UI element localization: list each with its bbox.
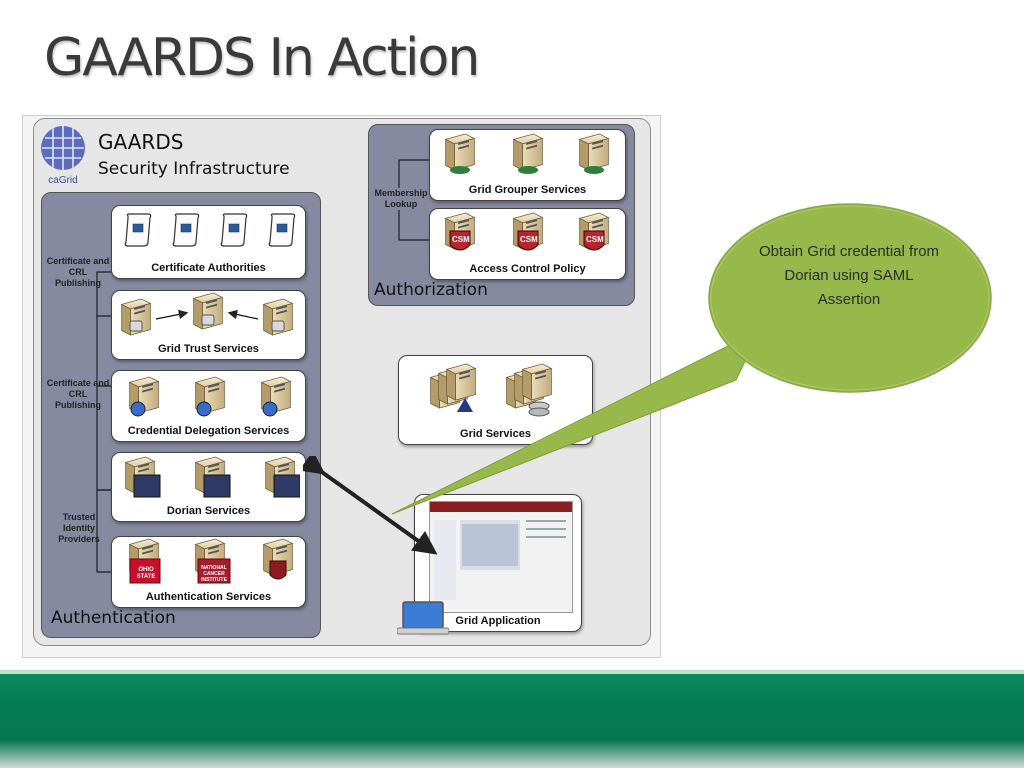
authentication-services-card: OHIO STATE NATIONAL CANCER INSTITUTE Aut… — [111, 536, 306, 608]
gaards-brand: GAARDS — [98, 130, 184, 154]
callout-text: Obtain Grid credential from Dorian using… — [758, 243, 940, 308]
credential-delegation-services-card: Credential Delegation Services — [111, 370, 306, 442]
footer-highlight — [0, 670, 1024, 674]
grid-application-label: Grid Application — [455, 615, 541, 627]
dorian-server-icons — [125, 456, 300, 498]
trust-server-lock-icons — [121, 292, 293, 336]
credential-delegation-services-label: Credential Delegation Services — [127, 425, 290, 437]
trusted-identity-providers-label: Trusted Identity Providers — [58, 512, 100, 544]
csm-badge-1: CSM — [452, 235, 470, 244]
csm-server-icons — [445, 212, 609, 251]
authorization-panel-label: Authorization — [374, 280, 488, 300]
csm-badge-2: CSM — [520, 235, 538, 244]
certificate-authorities-card: Certificate Authorities — [111, 205, 306, 279]
access-control-policy-card: CSM CSM CSM Access Control Policy — [429, 208, 626, 280]
grid-application-screenshot — [429, 501, 573, 613]
laptop-icon — [397, 601, 449, 635]
csm-badge-3: CSM — [586, 235, 604, 244]
grid-application-card: Grid Application — [414, 494, 582, 632]
dorian-application-arrow — [303, 456, 438, 555]
dorian-services-card: Dorian Services — [111, 452, 306, 522]
gaards-diagram: caGrid GAARDS Security Infrastructure Au… — [22, 115, 661, 658]
grid-trust-services-card: Grid Trust Services — [111, 290, 306, 360]
footer-fade — [0, 740, 1024, 768]
certificate-authorities-label: Certificate Authorities — [151, 262, 266, 274]
grid-services-server-icons — [430, 363, 552, 417]
grouper-server-icons — [445, 133, 609, 174]
cert-crl-publishing-label-2: Certificate and CRL Publishing — [46, 378, 110, 410]
grid-services-label: Grid Services — [460, 428, 531, 440]
membership-lookup-label: Membership Lookup — [369, 188, 433, 210]
grid-grouper-services-label: Grid Grouper Services — [468, 184, 587, 196]
grid-trust-services-label: Grid Trust Services — [158, 343, 259, 355]
idp-server-icons — [129, 538, 293, 584]
delegation-server-globe-icons — [129, 376, 291, 417]
dorian-services-label: Dorian Services — [166, 505, 251, 517]
cagrid-logo: caGrid — [37, 124, 89, 186]
cagrid-logo-text: caGrid — [48, 175, 78, 186]
cert-crl-publishing-label-1: Certificate and CRL Publishing — [46, 256, 110, 288]
grid-grouper-services-card: Grid Grouper Services — [429, 129, 626, 201]
security-infrastructure-label: Security Infrastructure — [98, 159, 290, 179]
authentication-panel-label: Authentication — [51, 608, 176, 628]
slide-title: GAARDS In Action — [44, 28, 480, 88]
access-control-policy-label: Access Control Policy — [469, 263, 586, 275]
ohio-state-logo: OHIO STATE — [136, 567, 156, 580]
nci-logo: NATIONAL CANCER INSTITUTE — [201, 565, 227, 583]
authentication-services-label: Authentication Services — [145, 591, 272, 603]
